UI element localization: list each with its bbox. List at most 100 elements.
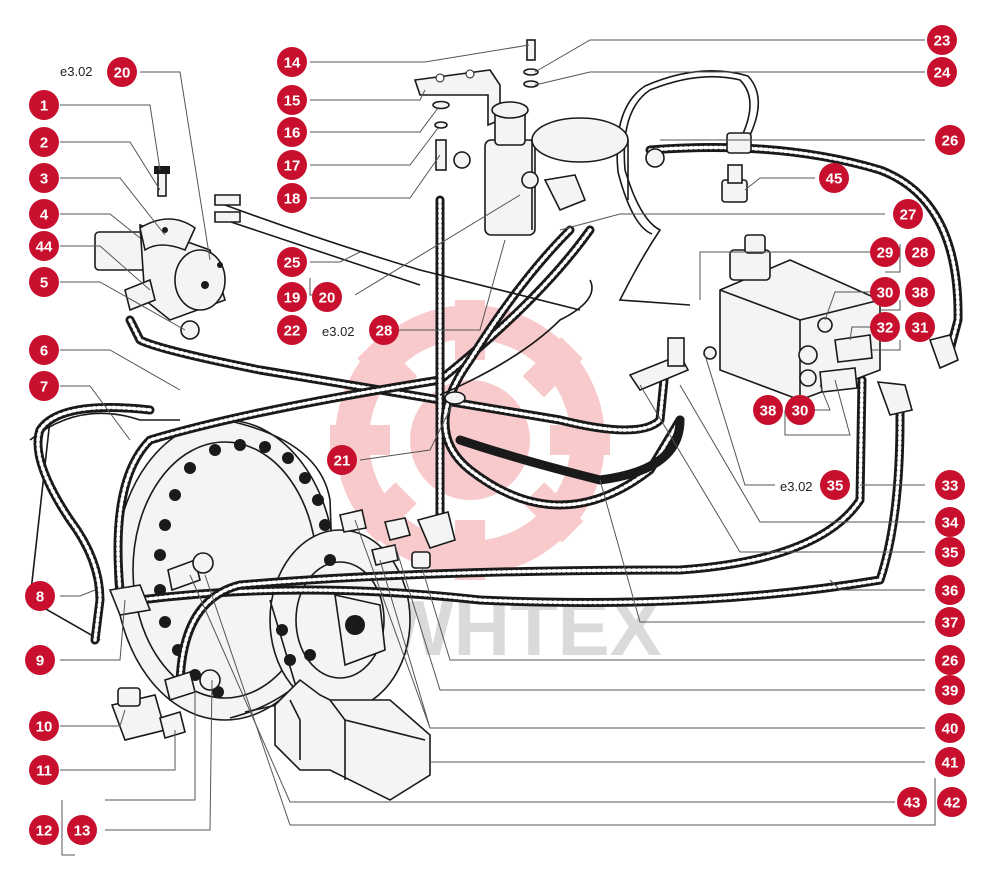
callout-number: 11 <box>36 763 52 780</box>
callout-badge-4: 4 <box>29 199 59 229</box>
washers-and-bolts <box>432 39 539 171</box>
callout-number: 22 <box>284 323 301 340</box>
callout-number: 12 <box>36 823 53 840</box>
housing-bolts <box>154 439 336 698</box>
callout-number: 28 <box>376 323 393 340</box>
protection-cover <box>274 678 431 801</box>
callout-badge-12: 12 <box>29 815 59 845</box>
callout-badge-42: 42 <box>937 787 967 817</box>
callout-number: 16 <box>284 125 301 142</box>
callout-number: 25 <box>284 255 301 272</box>
callout-badge-43: 43 <box>897 787 927 817</box>
callout-number: 39 <box>942 683 959 700</box>
callout-number: 35 <box>942 545 959 562</box>
callout-badge-30: 30 <box>785 395 815 425</box>
t-fitting <box>628 337 717 391</box>
callout-badge-3: 3 <box>29 163 59 193</box>
callout-badge-13: 13 <box>67 815 97 845</box>
callout-badge-9: 9 <box>25 645 55 675</box>
solenoid-valve-body <box>453 101 629 236</box>
callout-badge-16: 16 <box>277 117 307 147</box>
callout-number: 31 <box>912 320 929 337</box>
callout-number: 30 <box>877 285 894 302</box>
callout-badge-8: 8 <box>25 581 55 611</box>
callout-badge-1: 1 <box>29 90 59 120</box>
callout-number: 27 <box>900 207 917 224</box>
callout-number: 8 <box>36 589 44 606</box>
callout-badge-38: 38 <box>905 277 935 307</box>
callout-badge-14: 14 <box>277 47 307 77</box>
callout-badge-20: 20 <box>107 57 137 87</box>
callout-number: 14 <box>284 55 301 72</box>
callout-number: 5 <box>40 275 48 292</box>
callout-badge-15: 15 <box>277 85 307 115</box>
reference-tag-top-left: e3.02 <box>56 62 100 80</box>
callout-badge-45: 45 <box>819 163 849 193</box>
callout-badge-35: 35 <box>820 470 850 500</box>
callout-badge-17: 17 <box>277 150 307 180</box>
hydraulic-pump <box>94 223 226 321</box>
callout-number: 30 <box>792 403 809 420</box>
callout-number: 18 <box>284 191 301 208</box>
callout-badge-19: 19 <box>277 282 307 312</box>
callout-badge-37: 37 <box>935 607 965 637</box>
callout-number: 19 <box>284 290 301 307</box>
callout-badge-5: 5 <box>29 267 59 297</box>
callout-number: 2 <box>40 135 48 152</box>
callout-badge-26: 26 <box>935 645 965 675</box>
callout-badge-25: 25 <box>277 247 307 277</box>
reference-label: e3.02 <box>60 64 93 79</box>
callout-number: 20 <box>114 65 131 82</box>
pump-fitting <box>124 278 200 340</box>
callout-number: 1 <box>40 98 48 115</box>
pump-flange <box>139 218 196 252</box>
callout-number: 41 <box>942 755 959 772</box>
callout-badge-29: 29 <box>870 237 900 267</box>
callout-number: 36 <box>942 583 959 600</box>
leader-lines <box>60 39 936 856</box>
callout-badge-41: 41 <box>935 747 965 777</box>
callout-number: 21 <box>334 453 351 470</box>
callout-badge-34: 34 <box>935 507 965 537</box>
reference-label: e3.02 <box>780 479 813 494</box>
elbow-fittings <box>108 334 959 616</box>
control-valve-block <box>719 234 881 401</box>
callout-number: 38 <box>912 285 929 302</box>
callout-number: 28 <box>912 245 929 262</box>
callout-badge-22: 22 <box>277 315 307 345</box>
callout-number: 43 <box>904 795 921 812</box>
lower-fittings <box>164 509 431 702</box>
callout-badge-2: 2 <box>29 127 59 157</box>
callout-badge-28: 28 <box>369 315 399 345</box>
callout-badge-30: 30 <box>870 277 900 307</box>
callout-number: 26 <box>942 133 959 150</box>
callout-badge-24: 24 <box>927 57 957 87</box>
reference-label: e3.02 <box>322 324 355 339</box>
callout-badge-7: 7 <box>29 371 59 401</box>
callout-badge-10: 10 <box>29 711 59 741</box>
callout-number: 35 <box>827 478 844 495</box>
callout-badge-33: 33 <box>935 470 965 500</box>
callout-number: 6 <box>40 343 48 360</box>
elbow-adapter <box>110 687 186 741</box>
callout-number: 45 <box>826 171 843 188</box>
mounting-bracket <box>413 69 501 127</box>
callout-badge-32: 32 <box>870 312 900 342</box>
callout-badge-44: 44 <box>29 231 59 261</box>
callout-badge-40: 40 <box>935 713 965 743</box>
callout-number: 20 <box>319 290 336 307</box>
callout-number: 33 <box>942 478 959 495</box>
hydraulic-hoses <box>33 143 963 695</box>
callout-number: 7 <box>40 379 48 396</box>
callout-number: 3 <box>40 171 48 188</box>
callout-number: 24 <box>934 65 951 82</box>
callout-badge-31: 31 <box>905 312 935 342</box>
callout-badge-26: 26 <box>935 125 965 155</box>
callout-number: 44 <box>36 239 53 256</box>
callout-badge-11: 11 <box>29 755 59 785</box>
callout-badge-18: 18 <box>277 183 307 213</box>
callout-number: 38 <box>760 403 777 420</box>
reference-tag-center: e3.02 <box>318 322 362 340</box>
